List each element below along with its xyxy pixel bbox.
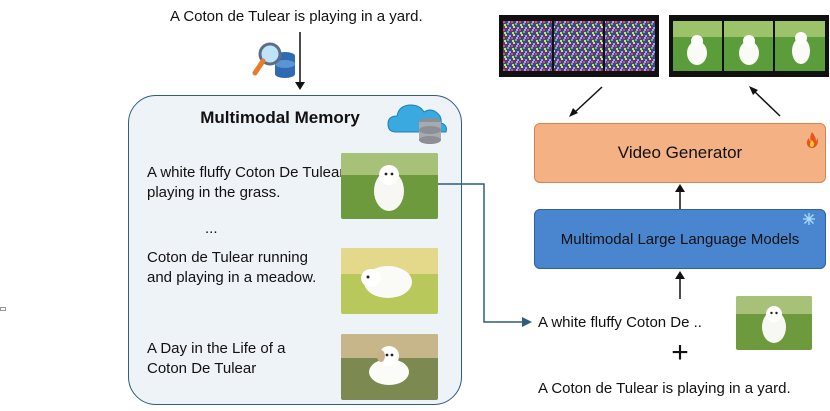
memory-image-1: [341, 153, 438, 219]
fire-icon: [806, 132, 818, 148]
cloud-database-icon: [387, 104, 447, 144]
top-prompt: A Coton de Tulear is playing in a yard.: [170, 8, 423, 25]
plus-sign: +: [671, 336, 689, 369]
generated-frames: [673, 21, 825, 71]
mllm-label: Multimodal Large Language Models: [560, 230, 800, 248]
mllm-to-generator-arrow: [675, 184, 685, 209]
retrieved-image: [736, 296, 812, 350]
generated-video-filmstrip: [669, 15, 829, 77]
memory-caption-2: Coton de Tulear running and playing in a…: [147, 249, 317, 286]
video-generator-label: Video Generator: [617, 143, 743, 162]
memory-image-2: [341, 248, 438, 314]
noise-frames: [503, 21, 655, 71]
noise-input-arrow: [569, 86, 603, 117]
prompt-to-memory-arrow: [295, 32, 305, 90]
inputs-to-mllm-arrow: [675, 271, 685, 299]
mllm-block: Multimodal Large Language Models: [534, 209, 826, 269]
video-output-arrow: [749, 86, 781, 117]
memory-caption-3: A Day in the Life of a Coton De Tulear: [147, 340, 286, 377]
memory-title: Multimodal Memory: [200, 108, 360, 127]
video-generator-block: Video Generator: [534, 123, 826, 183]
small-artifact: [0, 307, 6, 311]
memory-caption-ellipsis: ...: [205, 220, 218, 237]
noise-video-filmstrip: [499, 15, 659, 77]
retrieval-connector-arrow: [438, 183, 532, 327]
magnifier-database-icon: [252, 42, 295, 78]
memory-image-3: [341, 334, 438, 400]
snowflake-icon: [803, 213, 815, 225]
memory-caption-1: A white fluffy Coton De Tulear playing i…: [147, 164, 345, 201]
bottom-prompt: A Coton de Tulear is playing in a yard.: [538, 380, 791, 397]
retrieved-caption: A white fluffy Coton De ..: [538, 314, 702, 331]
